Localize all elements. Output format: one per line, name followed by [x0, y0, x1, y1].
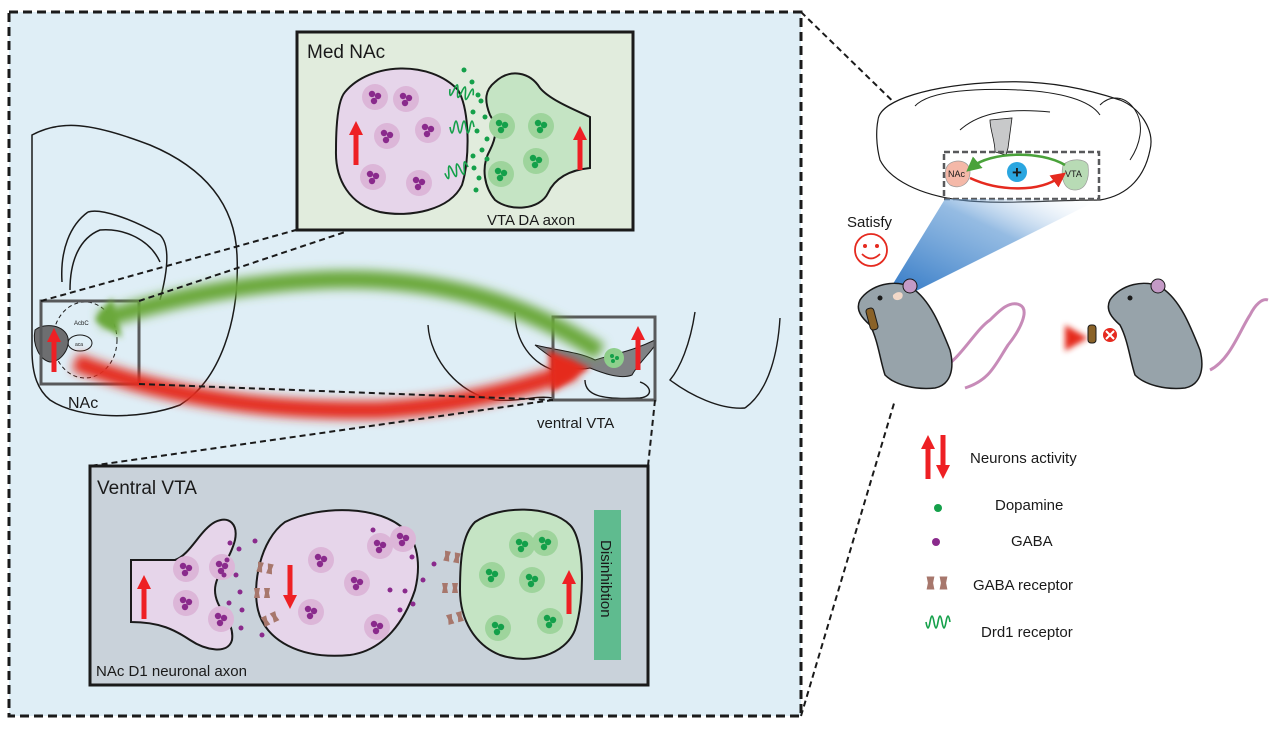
gaba-receptor-icon [926, 576, 948, 590]
acbc-label: AcbC [74, 321, 89, 327]
nac-zoom-box [39, 299, 141, 386]
mouse-eating [857, 278, 1026, 390]
nac-d1-axon-label: NAc D1 neuronal axon [96, 663, 247, 680]
neurons-activity-arrows-icon [921, 435, 950, 479]
dopamine-molecules [461, 67, 490, 193]
sagittal-nac-to-vta-arrow [969, 172, 1067, 190]
zoom-connector-lines [40, 229, 656, 467]
plus-circle-icon [1007, 162, 1027, 182]
food-pellet [1087, 324, 1097, 344]
aca-label: aca [75, 342, 83, 348]
legend: Neurons activity Dopamine GABA GABA rece… [921, 435, 1077, 641]
red-arrowhead [548, 350, 590, 392]
nac-to-vta-projection [71, 353, 578, 420]
green-arrowhead [95, 298, 122, 338]
satisfy-label: Satisfy [847, 214, 893, 231]
sagittal-vta-label: VTA [1065, 169, 1082, 179]
sagittal-nac-label: NAc [948, 169, 966, 179]
med-nac-panel: Med NAc VTA DA axon [295, 30, 635, 232]
panel-to-brain-connectors [800, 11, 946, 717]
legend-label-gaba-receptor: GABA receptor [973, 577, 1073, 594]
nac-region [33, 325, 69, 363]
disinhibition-bar [594, 510, 621, 660]
ventral-vta-label: ventral VTA [537, 415, 614, 432]
vta-da-axon-label: VTA DA axon [487, 212, 575, 229]
vta-da-neuron [604, 348, 624, 368]
gaba-molecules [221, 527, 437, 638]
circuit-panel: AcbC aca NAc ventral VTA [7, 10, 803, 718]
optogenetic-light-beam [888, 199, 1100, 300]
smiley-face-icon [854, 233, 888, 267]
legend-label-neurons-activity: Neurons activity [970, 450, 1077, 467]
plus-symbol: + [1012, 163, 1022, 182]
vta-to-nac-projection [97, 270, 605, 360]
med-nac-title: Med NAc [307, 42, 385, 63]
gaba-dot-icon [932, 538, 940, 546]
ventral-vta-title: Ventral VTA [97, 478, 197, 499]
sagittal-vta-to-nac-arrow [966, 153, 1066, 172]
ventral-vta-panel: Ventral VTA [88, 464, 650, 687]
mouse-refusing [1087, 278, 1269, 390]
dopamine-dot-icon [934, 504, 942, 512]
legend-label-gaba: GABA [1011, 533, 1053, 550]
sagittal-nac-region [944, 160, 971, 188]
drd1-receptor-icon [925, 615, 951, 629]
legend-label-dopamine: Dopamine [995, 497, 1063, 514]
sagittal-brain: NAc VTA + [876, 81, 1152, 203]
legend-label-drd1-receptor: Drd1 receptor [981, 624, 1073, 641]
disinhibition-label: Disinhibtion [597, 540, 614, 618]
nac-label: NAc [68, 395, 98, 412]
